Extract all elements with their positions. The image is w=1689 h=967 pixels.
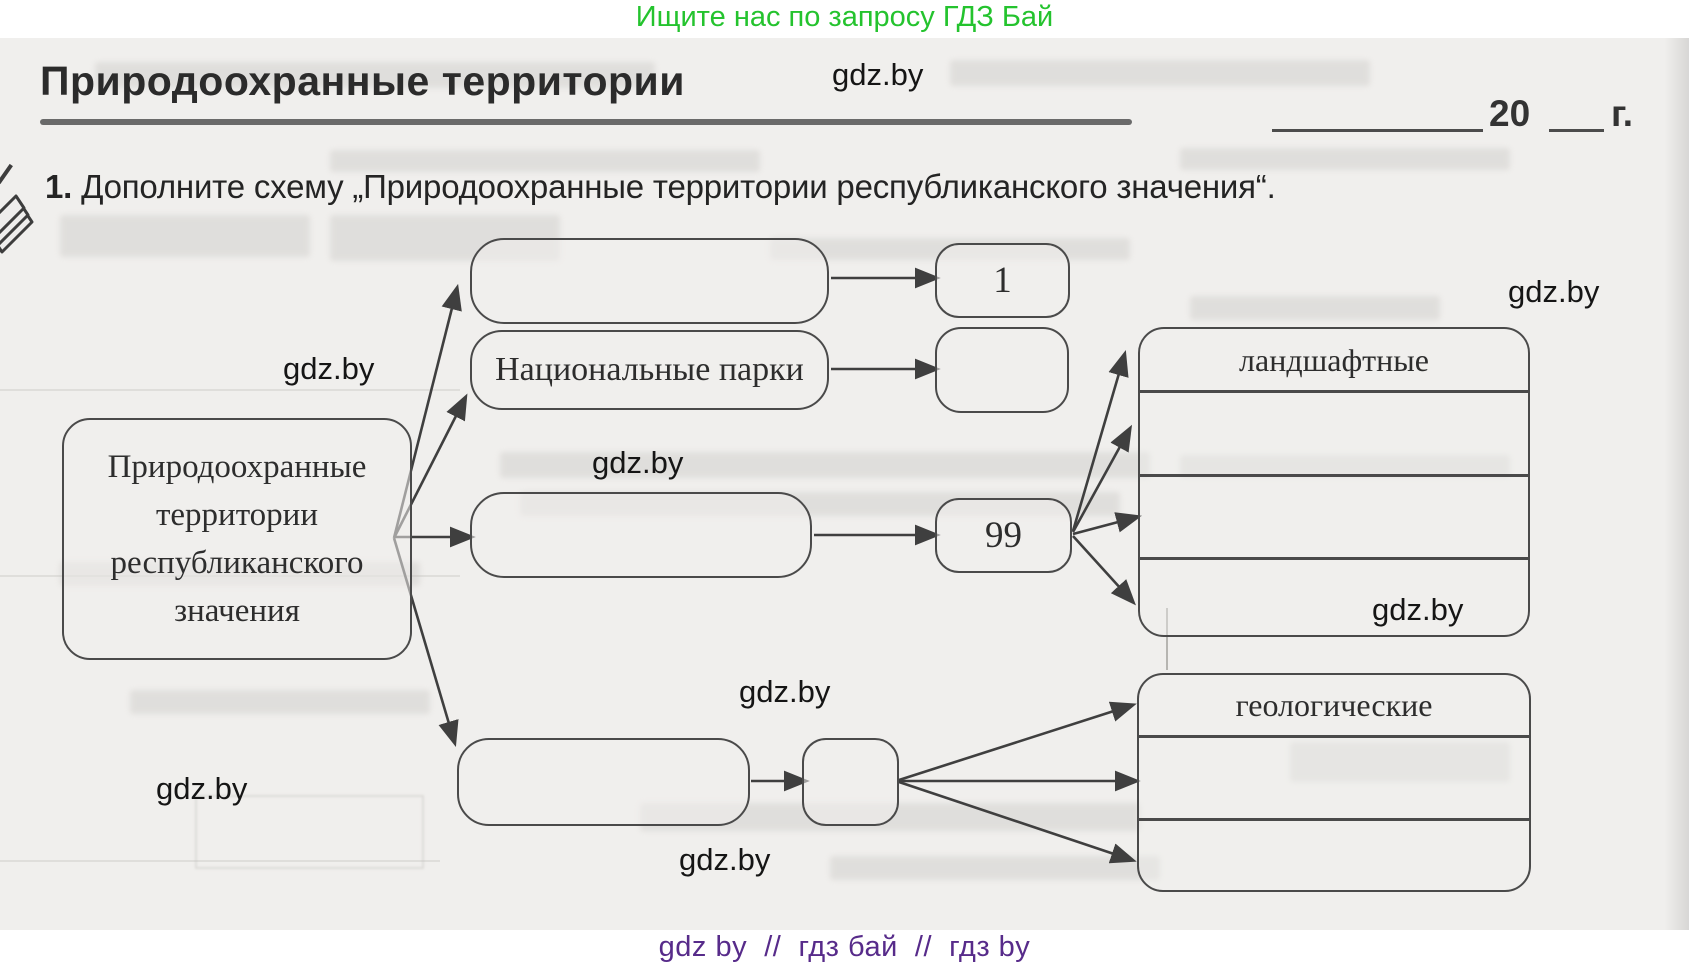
task-text: Дополните схему „Природоохранные террито… [72, 168, 1276, 205]
gdz-watermark: gdz.by [832, 57, 924, 92]
bleed-through-artifact [830, 856, 1160, 880]
bleed-through-artifact [60, 215, 310, 257]
bleed-through-artifact [1180, 455, 1510, 477]
date-blank-line [1272, 129, 1483, 132]
geological-sections-box: геологические [1137, 673, 1531, 892]
gdz-watermark: gdz.by [1372, 592, 1464, 627]
section-divider [1139, 735, 1529, 738]
footer-watermark: gdz by // гдз бай // гдз by [658, 931, 1031, 963]
national-parks-node: Национальные парки [470, 330, 829, 410]
gdz-watermark: gdz.by [156, 771, 248, 806]
gdz-watermark: gdz.by [592, 445, 684, 480]
count-node-1: 1 [935, 243, 1070, 318]
faint-rule-line [0, 389, 460, 391]
bleed-through-artifact [130, 690, 430, 714]
book-icon [0, 194, 34, 254]
landscape-sections-box: ландшафтные [1138, 327, 1530, 637]
gdz-watermark: gdz.by [739, 674, 831, 709]
task-line: 1. Дополните схему „Природоохранные терр… [45, 168, 1605, 206]
count-blank-node-bottom[interactable] [802, 738, 899, 826]
year-suffix: г. [1611, 93, 1633, 134]
geological-label: геологические [1235, 687, 1433, 723]
count-node-99: 99 [935, 498, 1072, 573]
section-divider [1140, 390, 1528, 393]
zakazniki-blank-node[interactable] [470, 492, 812, 578]
count-blank-node[interactable] [935, 327, 1069, 413]
page-title: Природоохранные территории [40, 58, 685, 104]
gdz-watermark: gdz.by [679, 842, 771, 877]
bleed-through-artifact [95, 62, 655, 88]
monuments-blank-node[interactable] [457, 738, 750, 826]
title-underline [40, 119, 1132, 125]
year-blank-line [1549, 129, 1604, 132]
bleed-through-artifact [1290, 742, 1510, 782]
bleed-through-map-artifact [195, 795, 424, 869]
gdz-watermark: gdz.by [1508, 274, 1600, 309]
section-divider [1140, 557, 1528, 560]
landscape-label: ландшафтные [1239, 342, 1429, 378]
bleed-through-artifact [950, 60, 1370, 86]
section-divider [1139, 818, 1529, 821]
bleed-through-artifact [500, 452, 1150, 478]
page-edge-shadow [1664, 38, 1689, 930]
faint-rule-line [0, 860, 440, 862]
promo-banner: Ищите нас по запросу ГДЗ Бай [635, 1, 1054, 33]
stray-mark [1166, 608, 1168, 670]
bleed-through-artifact [330, 150, 760, 172]
section-divider [1140, 474, 1528, 477]
reserves-blank-node[interactable] [470, 238, 829, 324]
bleed-through-artifact [1180, 148, 1510, 170]
root-node: Природоохранные территории республиканск… [62, 418, 412, 660]
year-prefix: 20 [1489, 93, 1531, 134]
task-number: 1. [45, 168, 73, 205]
bleed-through-artifact [1190, 296, 1440, 320]
gdz-watermark: gdz.by [283, 351, 375, 386]
